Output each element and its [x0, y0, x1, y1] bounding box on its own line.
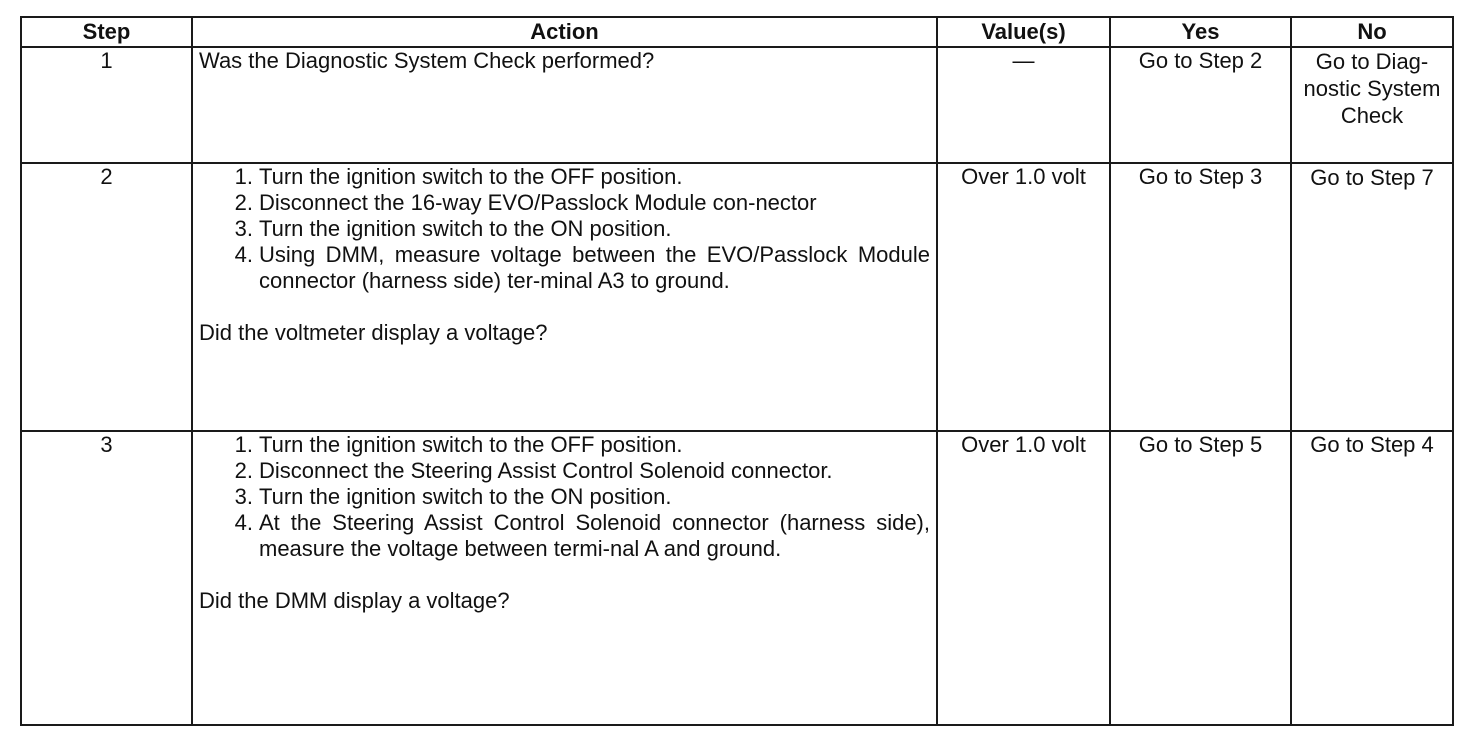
yes-cell: Go to Step 3 [1109, 162, 1292, 432]
list-item-number: 2. [234, 190, 253, 215]
action-steps-list: 1.Turn the ignition switch to the OFF po… [199, 164, 930, 294]
table-row: 1 Was the Diagnostic System Check perfor… [20, 46, 1454, 164]
list-item: 4.At the Steering Assist Control Solenoi… [235, 510, 930, 562]
no-cell: Go to Step 4 [1290, 430, 1454, 726]
list-item-text: Turn the ignition switch to the ON posit… [259, 484, 672, 509]
action-cell: Was the Diagnostic System Check performe… [191, 46, 938, 164]
list-item-number: 3. [234, 216, 253, 241]
header-yes: Yes [1109, 16, 1292, 48]
list-item: 3.Turn the ignition switch to the ON pos… [235, 216, 930, 242]
list-item: 3.Turn the ignition switch to the ON pos… [235, 484, 930, 510]
header-row: Step Action Value(s) Yes No [20, 16, 1454, 48]
action-cell: 1.Turn the ignition switch to the OFF po… [191, 430, 938, 726]
step-number: 1 [20, 46, 193, 164]
yes-cell: Go to Step 2 [1109, 46, 1292, 164]
header-values: Value(s) [936, 16, 1111, 48]
value-cell: — [936, 46, 1111, 164]
action-question: Did the DMM display a voltage? [199, 588, 510, 613]
no-cell-text: Go to Step 7 [1310, 165, 1434, 190]
list-item: 1.Turn the ignition switch to the OFF po… [235, 164, 930, 190]
value-cell: Over 1.0 volt [936, 162, 1111, 432]
action-question: Did the voltmeter display a voltage? [199, 320, 548, 345]
list-item: 4.Using DMM, measure voltage between the… [235, 242, 930, 294]
yes-cell: Go to Step 5 [1109, 430, 1292, 726]
list-item: 2.Disconnect the 16-way EVO/Passlock Mod… [235, 190, 930, 216]
no-cell: Go to Diag-nostic System Check [1290, 46, 1454, 164]
header-step: Step [20, 16, 193, 48]
list-item-number: 1. [234, 432, 253, 457]
list-item-text: Turn the ignition switch to the ON posit… [259, 216, 672, 241]
table-row: 2 1.Turn the ignition switch to the OFF … [20, 162, 1454, 432]
list-item-text: Using DMM, measure voltage between the E… [259, 242, 930, 293]
step-number: 2 [20, 162, 193, 432]
table-row: 3 1.Turn the ignition switch to the OFF … [20, 430, 1454, 726]
list-item-text: Turn the ignition switch to the OFF posi… [259, 164, 683, 189]
list-item-number: 4. [234, 510, 253, 535]
no-cell-text: Go to Diag-nostic System Check [1303, 49, 1441, 128]
list-item-text: Disconnect the Steering Assist Control S… [259, 458, 833, 483]
list-item-number: 3. [234, 484, 253, 509]
no-cell: Go to Step 7 [1290, 162, 1454, 432]
list-item-number: 2. [234, 458, 253, 483]
step-number: 3 [20, 430, 193, 726]
header-action: Action [191, 16, 938, 48]
diagnostic-table: Step Action Value(s) Yes No 1 Was the Di… [20, 16, 1454, 726]
list-item-number: 4. [234, 242, 253, 267]
list-item: 1.Turn the ignition switch to the OFF po… [235, 432, 930, 458]
list-item-text: Disconnect the 16-way EVO/Passlock Modul… [259, 190, 817, 215]
action-cell: 1.Turn the ignition switch to the OFF po… [191, 162, 938, 432]
list-item-number: 1. [234, 164, 253, 189]
action-question: Was the Diagnostic System Check performe… [199, 48, 655, 73]
list-item-text: Turn the ignition switch to the OFF posi… [259, 432, 683, 457]
action-steps-list: 1.Turn the ignition switch to the OFF po… [199, 432, 930, 562]
header-no: No [1290, 16, 1454, 48]
list-item-text: At the Steering Assist Control Solenoid … [259, 510, 930, 561]
list-item: 2.Disconnect the Steering Assist Control… [235, 458, 930, 484]
value-cell: Over 1.0 volt [936, 430, 1111, 726]
